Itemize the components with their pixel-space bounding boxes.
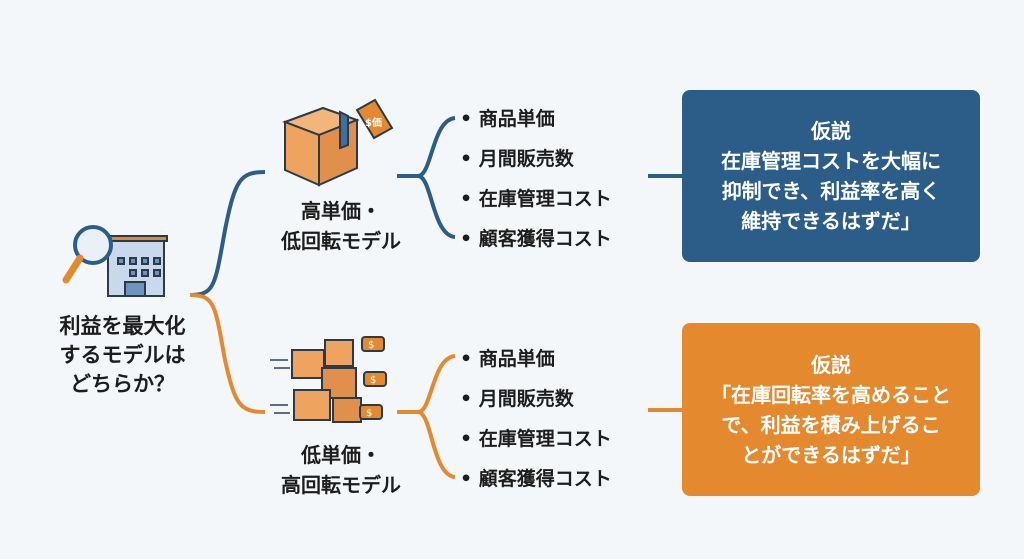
- central-question: 利益を最大化 するモデルは どちらか？: [59, 314, 186, 396]
- factor-item: 在庫管理コスト: [460, 424, 612, 451]
- factor-item: 顧客獲得コスト: [460, 224, 612, 251]
- model-low-price-high-turnover: 低単価・ 高回転モデル: [281, 443, 401, 497]
- svg-text:$: $: [366, 408, 372, 419]
- factor-item: 月間販売数: [460, 384, 574, 411]
- connector-low-price: [189, 293, 266, 414]
- price-tag-icon: $: [363, 371, 387, 387]
- factor-item: 商品単価: [460, 104, 555, 131]
- brace-high: [397, 116, 682, 239]
- model-high-price-low-turnover: 高単価・ 低回転モデル: [281, 199, 401, 253]
- connector-high-price: [189, 170, 266, 297]
- building-magnifier-icon: [62, 225, 168, 297]
- brace-low: [397, 354, 682, 479]
- factor-item: 月間販売数: [460, 144, 574, 171]
- price-tag-icon: $: [361, 336, 385, 352]
- factor-item: 顧客獲得コスト: [460, 464, 612, 491]
- multiple-boxes-icon: $ $ $: [270, 336, 387, 423]
- factor-item: 商品単価: [460, 344, 555, 371]
- price-tag-icon: $価: [355, 98, 394, 140]
- single-box-icon: $価: [282, 98, 394, 187]
- factor-item: 在庫管理コスト: [460, 184, 612, 211]
- svg-text:$価: $価: [365, 116, 382, 129]
- hypothesis-box-high-price: 仮説 在庫管理コストを大幅に 抑制でき、利益率を高く 維持できるはずだ」: [682, 90, 980, 262]
- price-tag-icon: $: [359, 404, 383, 420]
- hypothesis-box-low-price: 仮説 「在庫回転率を高めること で、利益を積み上げるこ とができるはずだ」: [682, 323, 980, 496]
- svg-text:$: $: [370, 375, 376, 386]
- svg-text:$: $: [368, 340, 374, 351]
